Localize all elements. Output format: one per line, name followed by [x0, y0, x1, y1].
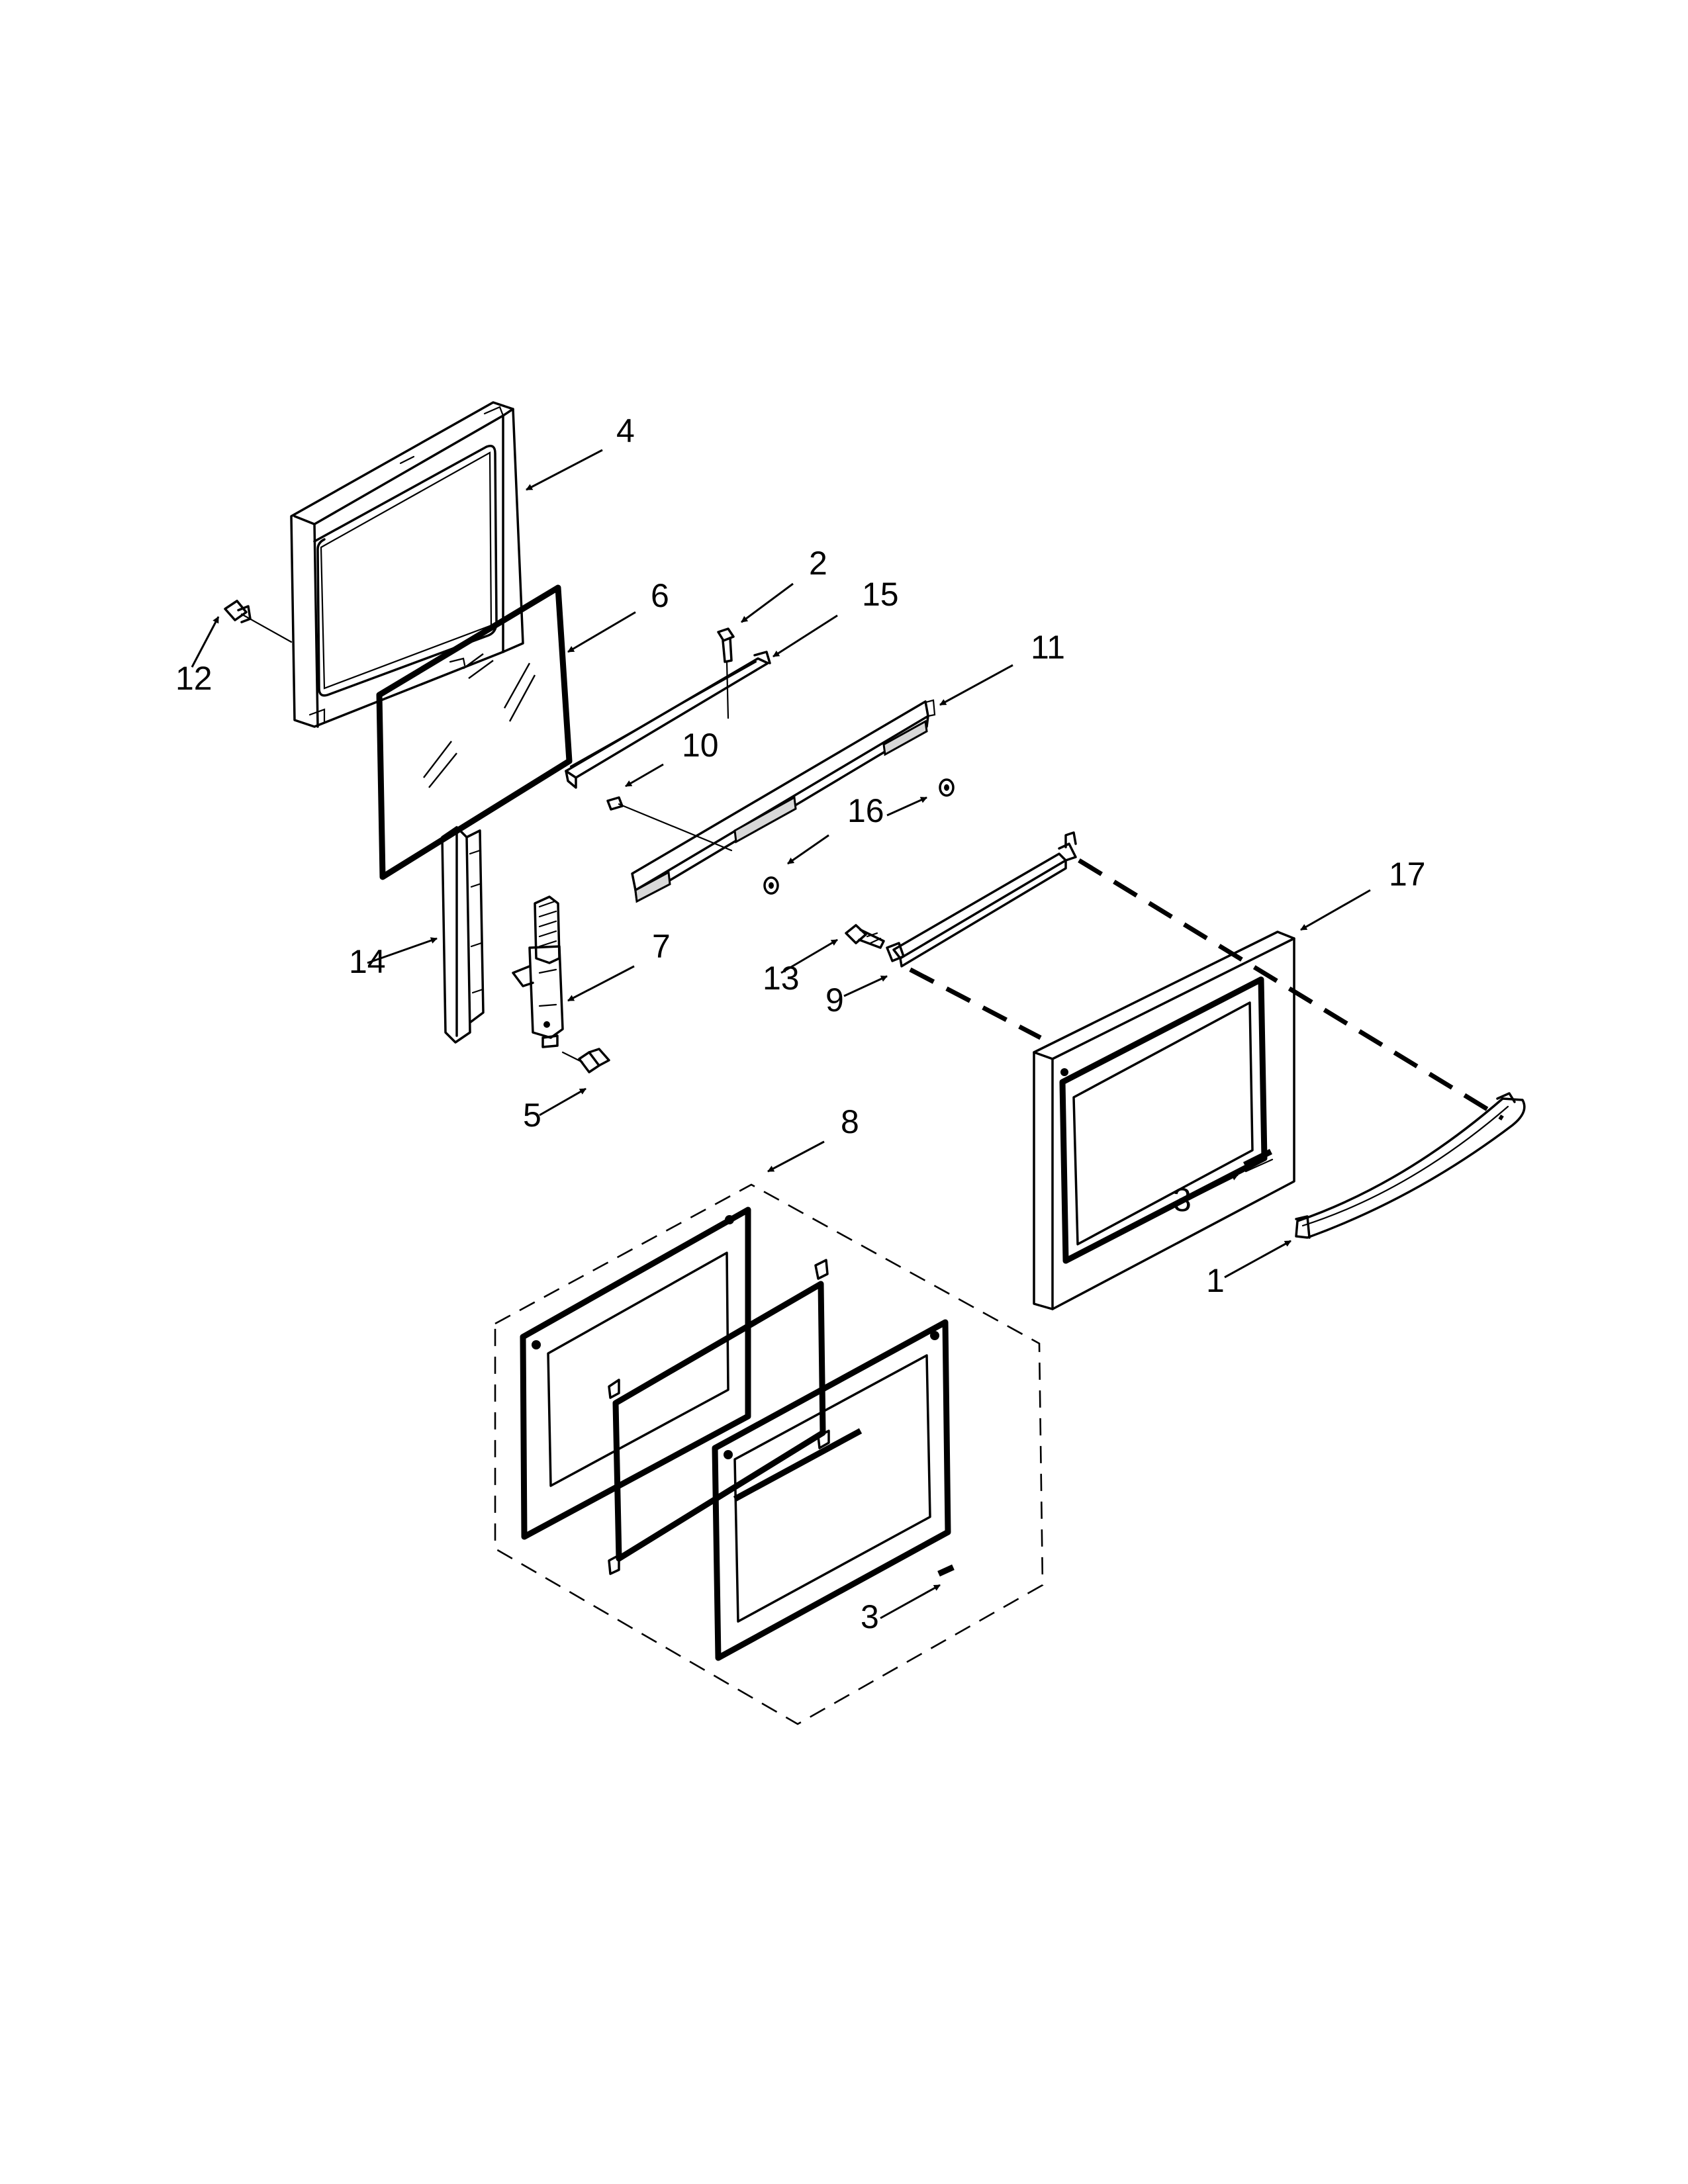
outer-door-panel-part-17	[1033, 931, 1295, 1310]
callout-label-c1: 1	[1206, 1262, 1225, 1299]
callout-leader-c6	[567, 611, 636, 653]
screw-part-13	[845, 924, 885, 949]
callout-label-c5: 5	[523, 1097, 541, 1134]
assembly-line-left	[909, 967, 1042, 1040]
callout-label-c13: 13	[763, 960, 800, 997]
callout-leader-c1	[1224, 1240, 1291, 1279]
callout-label-c4: 4	[616, 412, 635, 449]
callout-leader-c17	[1300, 889, 1371, 931]
callout-leader-c3b	[880, 1584, 941, 1619]
glass-panel-part-6	[376, 584, 573, 880]
callout-label-c17: 17	[1389, 856, 1426, 893]
callout-label-c2: 2	[809, 545, 827, 582]
callout-leader-c14	[367, 937, 438, 964]
callout-label-c9: 9	[825, 981, 844, 1019]
callout-leader-c5	[539, 1087, 586, 1116]
top-channel-part-15	[565, 651, 771, 789]
rail-part-11	[631, 699, 936, 903]
callout-leader-c4	[526, 449, 603, 491]
handle-part-1	[1295, 1092, 1526, 1239]
callout-label-c3b: 3	[861, 1598, 879, 1635]
screw-part-10	[606, 796, 733, 852]
callout-leader-c9	[843, 975, 888, 997]
callout-leader-c10	[625, 763, 664, 788]
callout-label-c11: 11	[1031, 629, 1065, 666]
callout-leader-c7	[567, 965, 635, 1002]
callout-leader-c16b	[886, 796, 927, 817]
callout-label-c10: 10	[682, 727, 719, 764]
handle-bracket-part-9	[886, 831, 1077, 968]
callout-leader-c8	[767, 1140, 825, 1173]
callout-label-c6: 6	[651, 577, 669, 614]
callout-label-c14: 14	[349, 943, 386, 980]
side-trim-part-14	[441, 826, 485, 1044]
callout-leader-c2	[741, 582, 794, 623]
hinge-screw-part-5	[561, 1048, 610, 1073]
assembly-line-right	[1078, 858, 1504, 1120]
callout-label-c15: 15	[862, 576, 899, 613]
screw-part-12	[224, 600, 293, 643]
callout-leader-c15	[773, 614, 838, 658]
nut-part-16-left	[763, 876, 779, 895]
callout-leader-c16	[787, 834, 829, 865]
screw-part-2	[717, 627, 735, 719]
door-assembly-part-8	[494, 1183, 1044, 1725]
callout-label-c16: 16	[847, 792, 884, 829]
hinge-part-7	[512, 895, 564, 1048]
callout-leader-c3a	[1184, 1173, 1239, 1203]
callout-label-c7: 7	[652, 928, 671, 965]
callout-leader-c11	[939, 664, 1013, 706]
nut-part-16-right	[939, 778, 955, 797]
callout-label-c3a: 3	[1173, 1181, 1192, 1218]
callout-leader-c13	[780, 938, 838, 974]
callout-label-c8: 8	[841, 1103, 859, 1140]
callout-leader-c12	[191, 616, 220, 668]
callout-label-c12: 12	[175, 660, 212, 697]
